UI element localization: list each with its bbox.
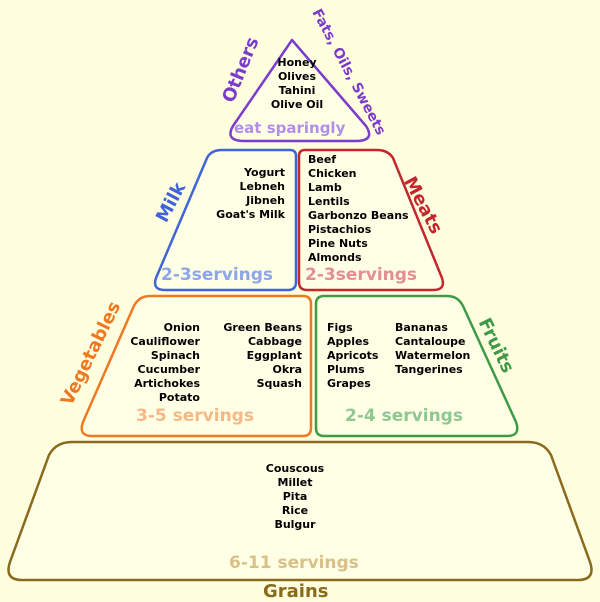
list-item: Potato: [158, 391, 200, 404]
fruits-items-col2: Bananas Cantaloupe Watermelon Tangerines: [395, 321, 470, 377]
list-item: Jibneh: [246, 194, 285, 207]
grains-servings: 6-11 servings: [229, 553, 359, 573]
list-item: Yogurt: [244, 166, 285, 179]
vegetables-tier-outline: [80, 294, 313, 438]
list-item: Pistachios: [308, 223, 372, 236]
list-item: Bananas: [395, 321, 448, 334]
list-item: Bulgur: [274, 518, 316, 531]
list-item: Onion: [163, 321, 200, 334]
others-servings: eat sparingly: [234, 119, 346, 137]
list-item: Chicken: [308, 167, 357, 180]
list-item: Cantaloupe: [395, 335, 466, 348]
list-item: Olive Oil: [270, 98, 324, 111]
vegetables-servings: 3-5 servings: [136, 406, 254, 426]
grains-tier-outline: [7, 440, 593, 582]
fruits-servings: 2-4 servings: [345, 406, 463, 426]
list-item: Grapes: [327, 377, 371, 390]
list-item: Squash: [256, 377, 302, 390]
list-item: Green Beans: [223, 321, 302, 334]
list-item: Tahini: [278, 84, 316, 97]
list-item: Millet: [277, 476, 313, 489]
list-item: Goat's Milk: [216, 208, 285, 221]
list-item: Garbonzo Beans: [308, 209, 409, 222]
others-items: Honey Olives Tahini Olive Oil: [258, 56, 336, 112]
list-item: Eggplant: [246, 349, 302, 362]
milk-tier-outline: [153, 148, 298, 292]
list-item: Okra: [272, 363, 302, 376]
list-item: Plums: [327, 363, 365, 376]
list-item: Apricots: [327, 349, 379, 362]
list-item: Lamb: [308, 181, 342, 194]
list-item: Cauliflower: [130, 335, 200, 348]
list-item: Tangerines: [395, 363, 463, 376]
list-item: Cucumber: [137, 363, 200, 376]
list-item: Pine Nuts: [308, 237, 368, 250]
fruits-tier-outline: [314, 294, 519, 438]
meats-items: Beef Chicken Lamb Lentils Garbonzo Beans…: [308, 153, 409, 265]
list-item: Figs: [327, 321, 353, 334]
list-item: Rice: [281, 504, 309, 517]
milk-servings: 2-3servings: [161, 265, 274, 285]
list-item: Cabbage: [247, 335, 302, 348]
list-item: Pita: [282, 490, 308, 503]
vegetables-items-col1: Onion Cauliflower Spinach Cucumber Artic…: [120, 321, 200, 405]
list-item: Almonds: [308, 251, 362, 264]
list-item: Watermelon: [395, 349, 471, 362]
others-tier-outline: [229, 38, 371, 143]
list-item: Couscous: [265, 462, 325, 475]
list-item: Lebneh: [239, 180, 285, 193]
fruits-items-col1: Figs Apples Apricots Plums Grapes: [327, 321, 378, 391]
meats-servings: 2-3servings: [305, 265, 418, 285]
list-item: Artichokes: [134, 377, 200, 390]
list-item: Lentils: [308, 195, 350, 208]
vegetables-items-col2: Green Beans Cabbage Eggplant Okra Squash: [210, 321, 302, 391]
meats-tier-outline: [297, 148, 445, 292]
grains-group-label: Grains: [263, 581, 329, 602]
list-item: Apples: [327, 335, 370, 348]
list-item: Spinach: [150, 349, 200, 362]
list-item: Olives: [277, 70, 317, 83]
list-item: Beef: [308, 153, 337, 166]
list-item: Honey: [277, 56, 317, 69]
grains-items: Couscous Millet Pita Rice Bulgur: [245, 462, 345, 532]
milk-items: Yogurt Lebneh Jibneh Goat's Milk: [205, 166, 285, 222]
